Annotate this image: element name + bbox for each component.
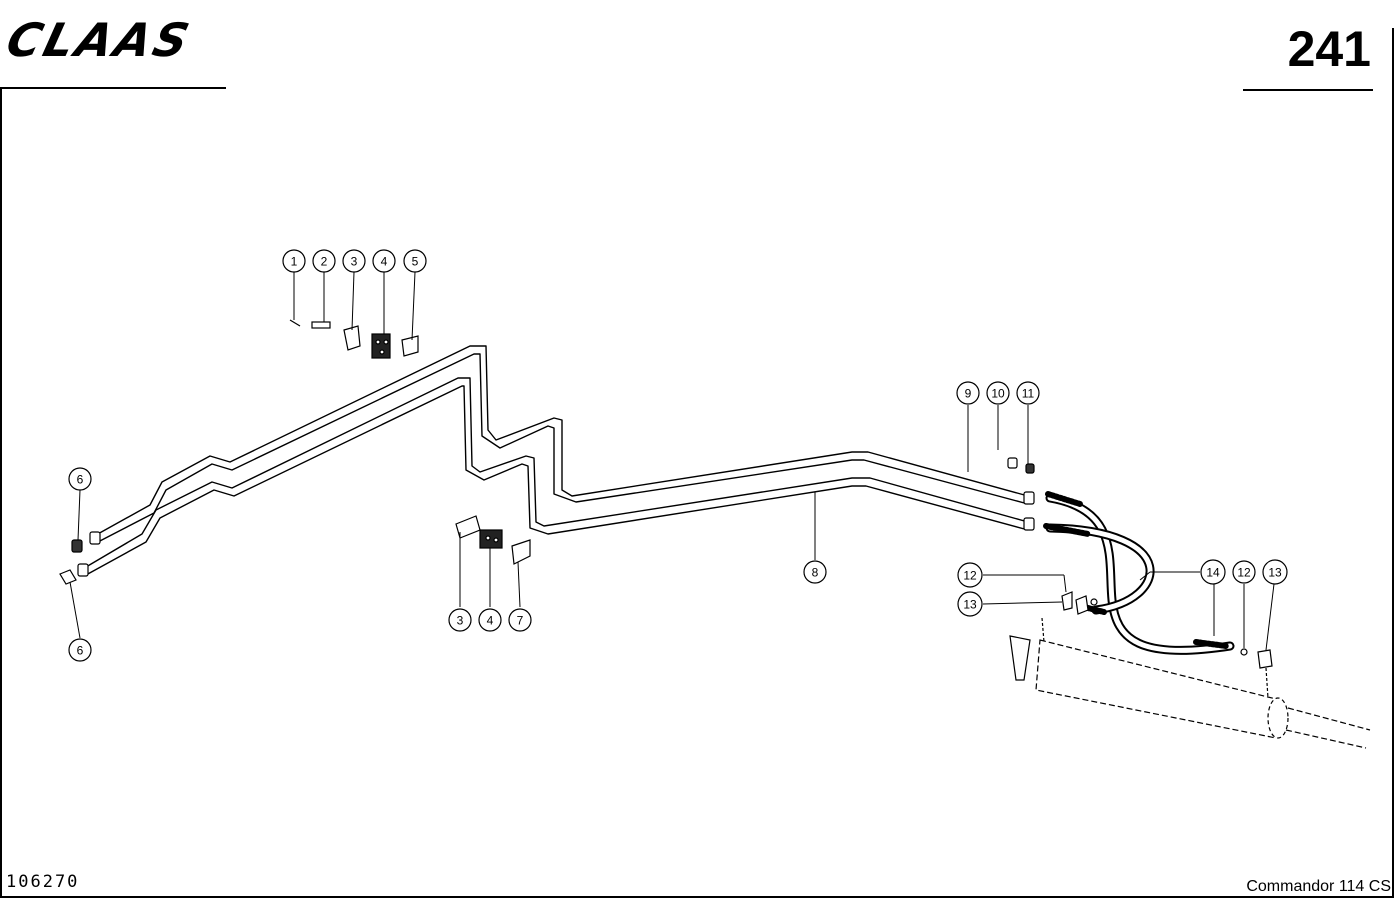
callout-5: 5 xyxy=(412,255,419,269)
callout-circles xyxy=(68,249,1288,662)
upper-pipe xyxy=(95,345,1029,544)
hydraulic-cylinder xyxy=(1009,591,1371,749)
header-rule-right xyxy=(1243,89,1373,91)
callout-1: 1 xyxy=(291,255,298,269)
page-number: 241 xyxy=(1287,21,1371,77)
clamp-parts-middle xyxy=(455,515,531,565)
callout-4-middle: 4 xyxy=(487,614,494,628)
callout-13-right: 13 xyxy=(1268,566,1282,580)
callout-3: 3 xyxy=(351,255,358,269)
right-fittings xyxy=(1007,457,1035,531)
model-name: Commandor 114 CS xyxy=(1246,878,1391,895)
callout-2: 2 xyxy=(321,255,328,269)
callout-12-right: 12 xyxy=(1237,566,1251,580)
callout-9: 9 xyxy=(965,387,972,401)
clamp-parts-top xyxy=(289,319,419,359)
callout-6-upper: 6 xyxy=(77,473,84,487)
callout-6-lower: 6 xyxy=(77,644,84,658)
callout-10: 10 xyxy=(991,387,1005,401)
leader-lines xyxy=(69,271,1275,651)
callout-13-left: 13 xyxy=(963,598,977,612)
left-fittings xyxy=(59,531,101,585)
document-number: 106270 xyxy=(6,872,80,892)
callout-14: 14 xyxy=(1206,566,1220,580)
callout-7: 7 xyxy=(517,614,524,628)
callout-3-middle: 3 xyxy=(457,614,464,628)
lower-pipe xyxy=(85,377,1029,576)
callout-11: 11 xyxy=(1022,387,1035,401)
header-rule-left xyxy=(0,87,226,89)
callout-12-left: 12 xyxy=(963,569,977,583)
hydraulic-hoses xyxy=(1043,491,1235,655)
callout-4: 4 xyxy=(381,255,388,269)
callout-8: 8 xyxy=(812,566,819,580)
